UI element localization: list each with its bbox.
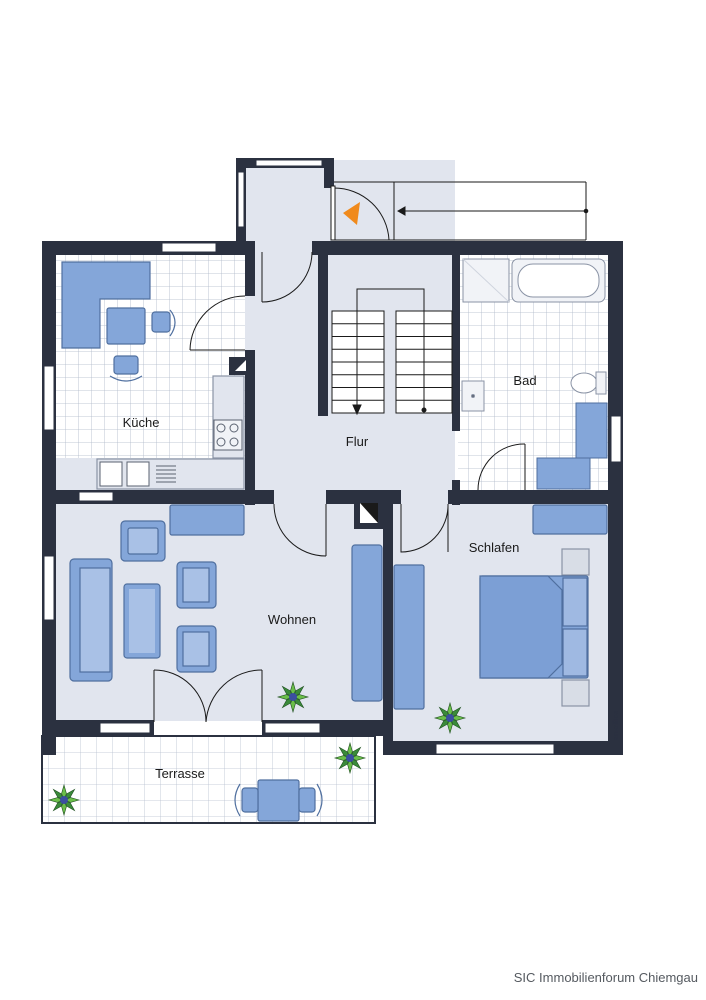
window-kitchen-bottom [78,491,114,502]
window-bedroom-bottom [435,743,555,755]
kitchen-chair-bottom [113,355,139,375]
kitchen-corner-bench [61,261,151,349]
nightstand-top [561,548,590,576]
footer-credit: SIC Immobilienforum Chiemgau [513,970,698,985]
plants [47,680,467,817]
door-kitchen [189,295,246,351]
window-entry-side [237,171,245,228]
entrance-door [330,185,390,241]
plant-icon [333,741,367,775]
door-bath [477,443,526,491]
living-cabinet [351,544,383,702]
bedroom-shelf [532,504,608,535]
label-wohnen: Wohnen [268,612,316,627]
door-entry-hall [261,251,313,303]
window-entry-top [255,159,323,167]
label-flur: Flur [346,434,369,449]
staircase [328,255,453,416]
chimney [229,357,384,529]
living-furniture [69,504,383,702]
kitchen-chair-right [151,311,171,333]
living-sideboard [169,504,245,536]
label-kueche: Küche [123,415,160,430]
kitchen-table [106,307,146,345]
label-terrasse: Terrasse [155,766,205,781]
label-schlafen: Schlafen [469,540,520,555]
door-living [273,503,327,557]
wardrobe [393,564,425,710]
terrace-floor [42,736,375,823]
terrace-border [41,735,376,824]
entrance-marker-icon [343,202,360,225]
door-terrace-left [153,669,207,723]
window-kitchen-left [43,365,55,431]
window-bath-right [610,415,622,463]
bath-furniture [461,258,608,490]
entrance-ramp [334,181,589,241]
bath-cabinet-low [536,457,591,490]
door-bedroom [400,503,449,553]
label-bad: Bad [513,373,536,388]
stove-icon [213,419,243,451]
sink-icon [99,461,176,487]
windows [43,159,622,755]
terrace-furniture [234,779,323,822]
window-living-left [43,555,55,621]
plant-icon [276,680,310,714]
terrace-table [257,779,300,822]
plant-icon [433,701,467,735]
entry-floor [245,160,330,255]
interior-doors [153,251,526,723]
plant-icon [47,783,81,817]
brand-mark: on.office [613,711,620,740]
bath-cabinet [575,402,608,459]
door-terrace-right [205,669,263,723]
window-living-bottom-left [99,722,151,734]
nightstand-bottom [561,679,590,707]
window-living-bottom-right [264,722,321,734]
toilet [570,372,598,394]
window-kitchen-top [161,242,217,253]
room-labels: Küche Flur Bad Wohnen Schlafen Terrasse [123,373,537,781]
bedroom-furniture [393,504,608,710]
